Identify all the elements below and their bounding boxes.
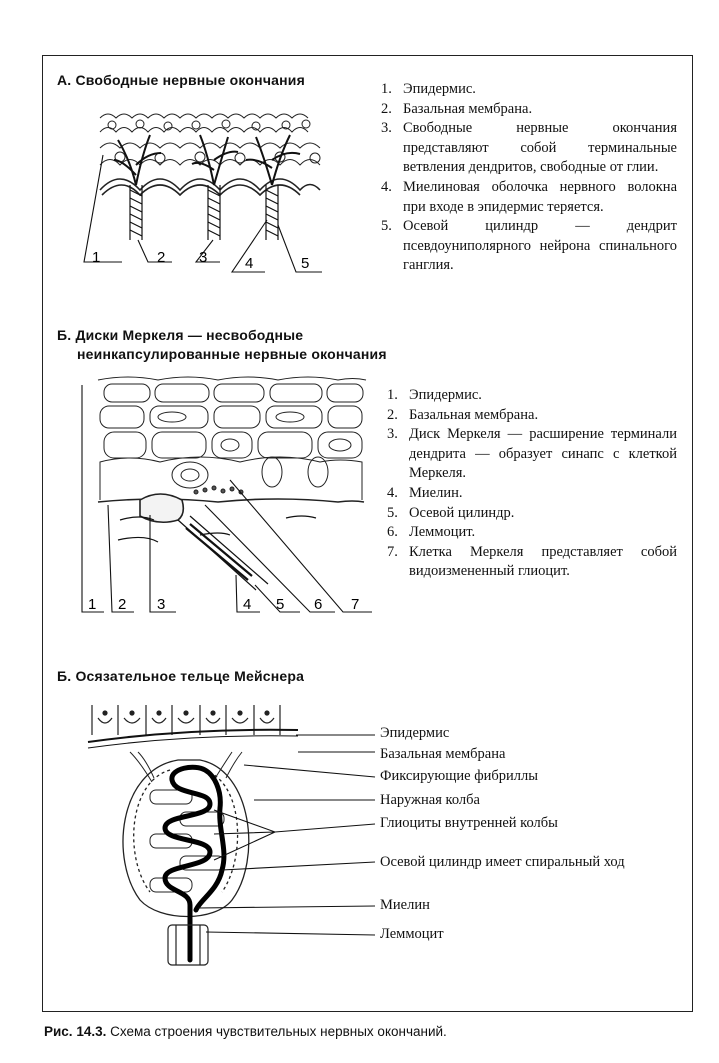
section-b-num-4: 4 bbox=[243, 596, 251, 613]
section-a-legend: 1.Эпидермис. 2.Базальная мембрана. 3.Сво… bbox=[381, 80, 677, 276]
section-a-num-3: 3 bbox=[199, 249, 207, 266]
fixing-fibrils bbox=[129, 751, 243, 783]
leader-lines-c bbox=[197, 734, 376, 936]
legend-item: 1.Эпидермис. bbox=[387, 387, 482, 403]
legend-item: 7.Клетка Меркеля представляет собой видо… bbox=[387, 543, 677, 580]
section-c-title: Б. Осязательное тельце Мейснера bbox=[57, 668, 305, 684]
legend-item: 5.Осевой цилиндр. bbox=[387, 504, 515, 521]
leader-lines-b bbox=[81, 385, 372, 613]
lemmocyte-c bbox=[167, 924, 209, 966]
section-b-num-3: 3 bbox=[157, 596, 165, 613]
outer-capsule bbox=[122, 759, 250, 918]
nerve-fibers-a bbox=[113, 134, 301, 240]
section-b-num-6: 6 bbox=[314, 596, 322, 613]
section-a-num-1: 1 bbox=[92, 249, 100, 266]
legend-item: 3.Свободные нервные окончания представля… bbox=[381, 120, 677, 176]
label-epidermis: Эпидермис bbox=[380, 725, 450, 741]
figure-caption: Рис. 14.3. Схема строения чувствительных… bbox=[44, 1024, 447, 1039]
epidermis-c bbox=[91, 705, 281, 735]
epidermis-cells-b bbox=[97, 376, 367, 500]
legend-item: 2.Базальная мембрана. bbox=[381, 100, 533, 117]
label-fixing-fibrils: Фиксирующие фибриллы bbox=[380, 768, 538, 784]
legend-item: 6.Леммоцит. bbox=[387, 524, 476, 541]
basal-membrane-b bbox=[97, 493, 365, 524]
figure-frame bbox=[42, 55, 693, 1012]
section-b-num-2: 2 bbox=[118, 596, 126, 613]
caption-prefix: Рис. 14.3. bbox=[44, 1024, 107, 1039]
label-lemmocyte: Леммоцит bbox=[380, 926, 444, 942]
legend-item: 2.Базальная мембрана. bbox=[387, 406, 539, 423]
legend-item: 3.Диск Меркеля — расширение терминали де… bbox=[387, 426, 677, 482]
basal-membrane-c bbox=[87, 728, 299, 749]
section-a-num-2: 2 bbox=[157, 249, 165, 266]
legend-item: 4.Миелиновая оболочка нервного волокна п… bbox=[381, 178, 677, 215]
label-axial-cylinder: Осевой цилиндр имеет спиральный ход bbox=[380, 854, 625, 870]
label-basal-membrane: Базальная мембрана bbox=[380, 746, 506, 762]
section-a-num-5: 5 bbox=[301, 255, 309, 272]
leader-lines-a bbox=[83, 154, 322, 273]
legend-item: 5.Осевой цилиндр — дендрит псевдоуниполя… bbox=[381, 218, 677, 274]
label-inner-glia: Глиоциты внутренней колбы bbox=[380, 815, 558, 831]
section-b-num-1: 1 bbox=[88, 596, 96, 613]
axial-cylinder-spiral bbox=[162, 764, 227, 963]
section-b-num-5: 5 bbox=[276, 596, 284, 613]
section-b-legend: 1.Эпидермис. 2.Базальная мембрана. 3.Дис… bbox=[387, 386, 677, 582]
section-b-title-line2: неинкапсулированные нервные окончания bbox=[77, 346, 387, 362]
section-b-num-7: 7 bbox=[351, 596, 359, 613]
legend-item: 1.Эпидермис. bbox=[381, 81, 476, 97]
nerve-fiber-b bbox=[117, 515, 317, 591]
section-a-num-4: 4 bbox=[245, 255, 253, 272]
section-b-title: Б. Диски Меркеля — несвободные bbox=[57, 327, 304, 343]
label-myelin: Миелин bbox=[380, 897, 430, 913]
section-a-title: А. Свободные нервные окончания bbox=[57, 72, 305, 88]
legend-item: 4.Миелин. bbox=[387, 484, 463, 501]
caption-text: Схема строения чувствительных нервных ок… bbox=[110, 1024, 447, 1039]
label-outer-capsule: Наружная колба bbox=[380, 792, 480, 808]
